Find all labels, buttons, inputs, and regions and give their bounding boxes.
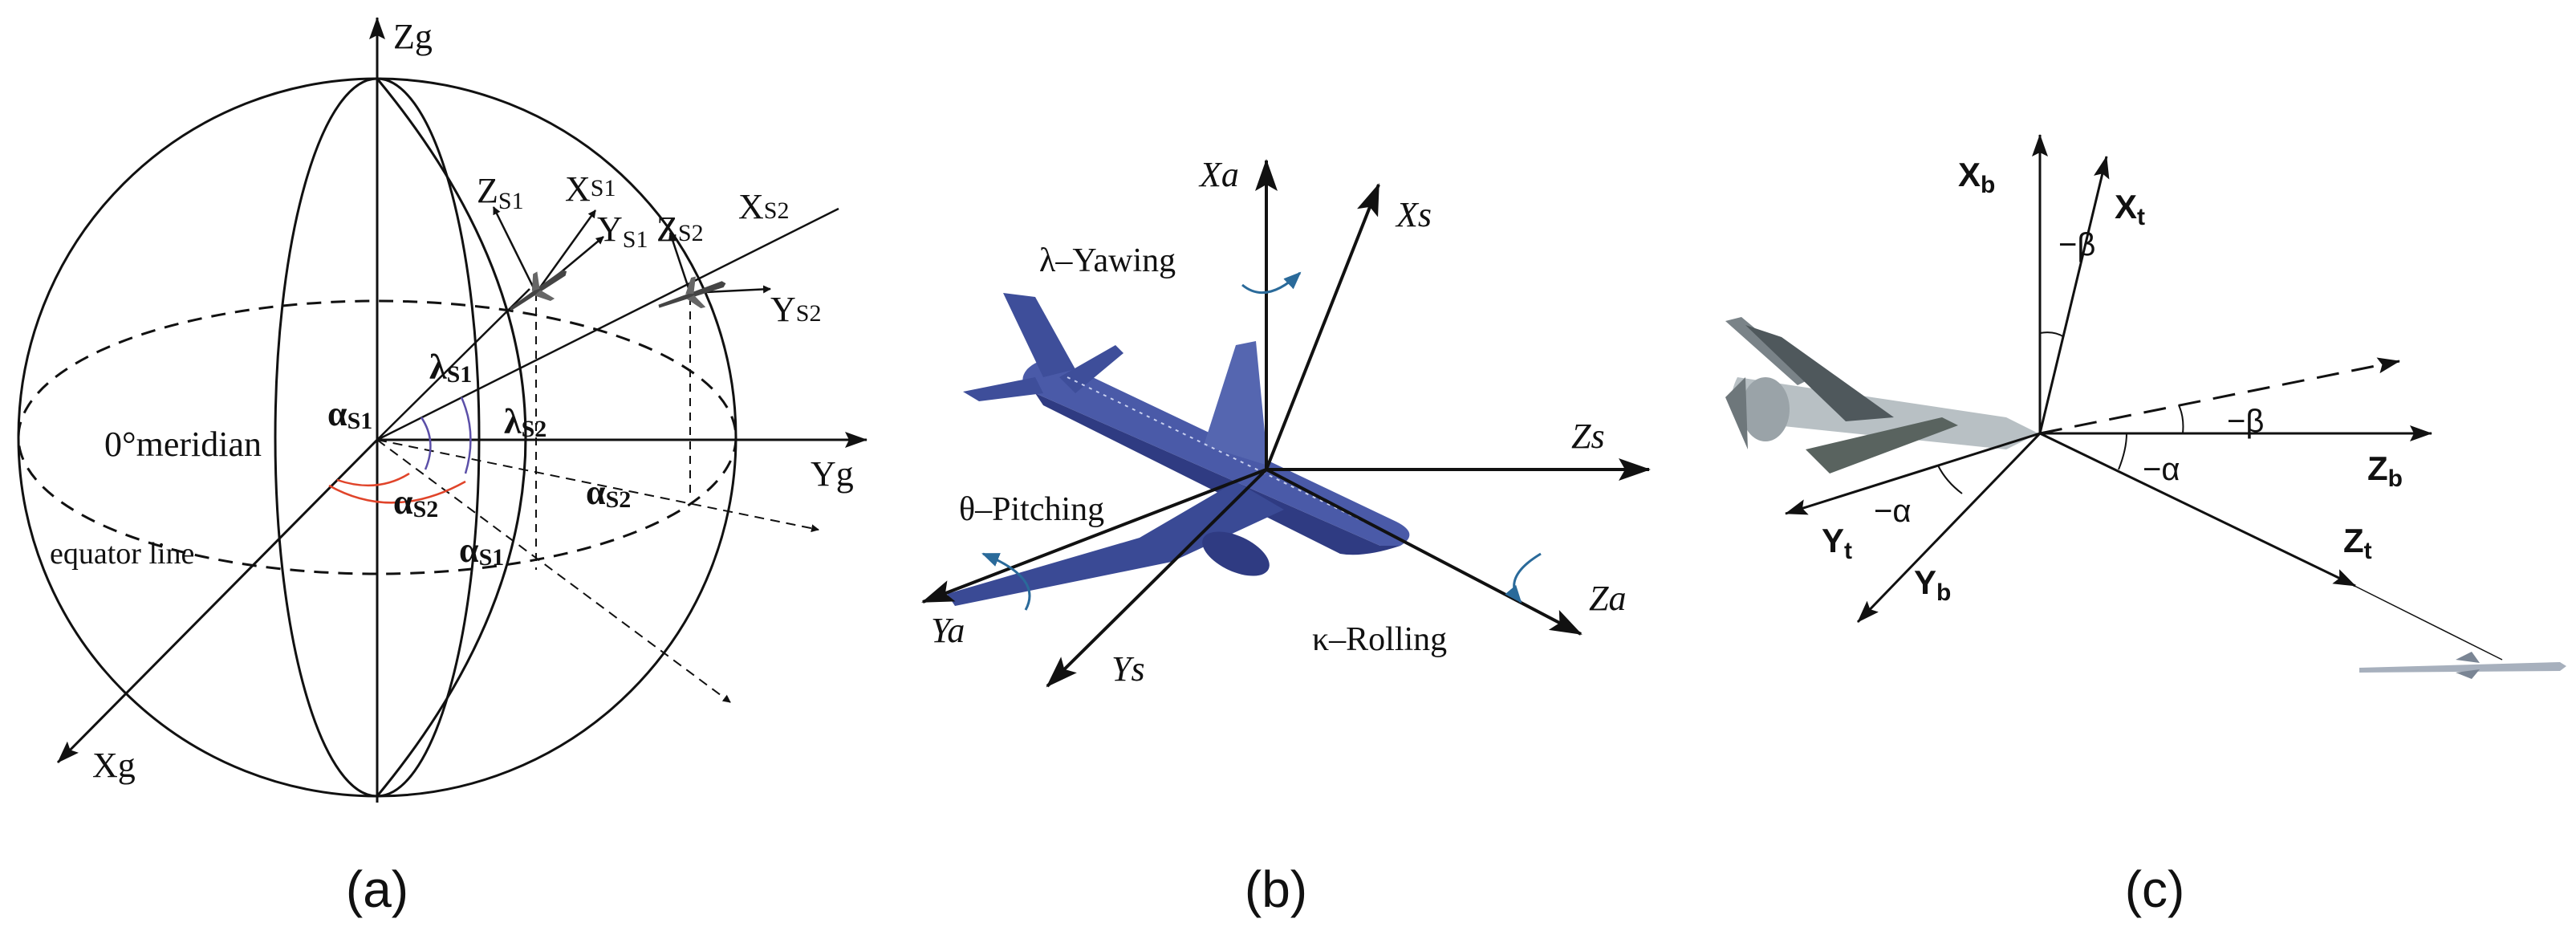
beta-right-arc (2178, 404, 2184, 434)
label-pitching: θ–Pitching (959, 491, 1104, 528)
label-xg: Xg (92, 746, 136, 785)
label-xa: Xa (1198, 155, 1239, 194)
axis-xt (2038, 156, 2110, 434)
roll-rotation-arrow (1505, 552, 1542, 604)
pitch-rotation-arrow (981, 552, 1031, 611)
panel-b: Xa Xs Zs Za Ya Ys λ–Yawing θ–Pitching κ–… (921, 155, 1651, 918)
axis-yb (1856, 432, 2042, 624)
axis-xg (56, 438, 379, 764)
label-zt: Zt (2343, 522, 2372, 564)
label-xb: Xb (1958, 156, 1995, 198)
label-alpha-s2-right: αS2 (586, 473, 631, 513)
meridian-arc-right (376, 78, 527, 797)
label-alpha-s2-mid: αS2 (393, 482, 438, 522)
panel-c: Xb Xt Zb Zt Yt Yb −β −β −α −α (c) (1725, 134, 2566, 918)
caption-a: (a) (346, 860, 408, 918)
axis-ya (921, 468, 1267, 604)
label-zg: Zg (393, 17, 433, 56)
airliner-icon (947, 293, 1410, 606)
label-zs: Zs (1571, 417, 1605, 456)
caption-c: (c) (2125, 860, 2185, 918)
label-za: Za (1589, 579, 1626, 618)
caption-b: (b) (1245, 860, 1307, 918)
label-xs2: XS2 (738, 187, 789, 226)
label-lambda-s1: λS1 (429, 348, 472, 388)
label-meridian: 0°meridian (104, 425, 262, 464)
label-alpha-left: −α (1874, 494, 1911, 529)
s2-ground (376, 439, 819, 533)
alpha-s1-arc (336, 472, 410, 487)
label-equator: equator line (50, 537, 194, 571)
s1-radius (376, 288, 530, 441)
label-beta-top: −β (2058, 227, 2095, 262)
label-zb: Zb (2367, 449, 2403, 492)
yaw-rotation-arrow (1241, 271, 1302, 295)
panel-a: Zg Yg Xg 0°meridian equator line ZS1 XS1… (17, 17, 867, 918)
s2-zs-axis (668, 232, 692, 294)
satellite-s2-icon (658, 276, 726, 309)
lambda-s1-arc (460, 396, 472, 474)
label-yb: Yb (1914, 563, 1951, 606)
label-lambda-s2: λS2 (504, 402, 546, 442)
label-ya: Ya (931, 611, 965, 650)
axis-zt-extension (2350, 583, 2503, 661)
label-rolling: κ–Rolling (1312, 621, 1447, 658)
label-xs: Xs (1395, 195, 1432, 234)
alpha-left-arc (1937, 465, 1963, 494)
lambda-s2-arc (420, 417, 432, 470)
axis-za (1266, 468, 1583, 636)
s1-xs-axis (534, 209, 597, 294)
axis-yt (1785, 432, 2041, 515)
label-xs1: XS1 (565, 169, 616, 209)
label-ys: Ys (1111, 649, 1145, 689)
label-yt: Yt (1822, 522, 1852, 564)
axis-ys (1046, 468, 1268, 688)
label-zs2: ZS2 (656, 209, 704, 249)
label-zs1: ZS1 (477, 171, 524, 214)
label-ys1: YS1 (597, 209, 648, 253)
label-alpha-mid: −α (2143, 452, 2180, 487)
label-yawing: λ–Yawing (1039, 242, 1176, 279)
label-ys2: YS2 (770, 290, 821, 329)
missile-icon (2359, 652, 2566, 679)
axis-zt (2039, 432, 2356, 587)
s1-ground (376, 439, 731, 703)
s2-radius (376, 207, 839, 441)
equator-ellipse (17, 299, 737, 575)
axis-xs (1265, 183, 1380, 470)
label-yg: Yg (811, 454, 854, 494)
alpha-s2-arc (328, 480, 466, 504)
beta-top-arc (2039, 331, 2065, 338)
uav-icon (1725, 317, 2038, 474)
label-alpha-s1-left: αS1 (327, 394, 372, 434)
dashed-projection (2039, 357, 2400, 435)
alpha-mid-arc (2118, 433, 2127, 470)
s1-zs-axis (492, 206, 538, 294)
label-beta-right: −β (2227, 404, 2264, 439)
label-alpha-s1-low: αS1 (459, 531, 504, 571)
label-xt: Xt (2115, 188, 2145, 230)
satellite-s1-icon (510, 270, 567, 311)
